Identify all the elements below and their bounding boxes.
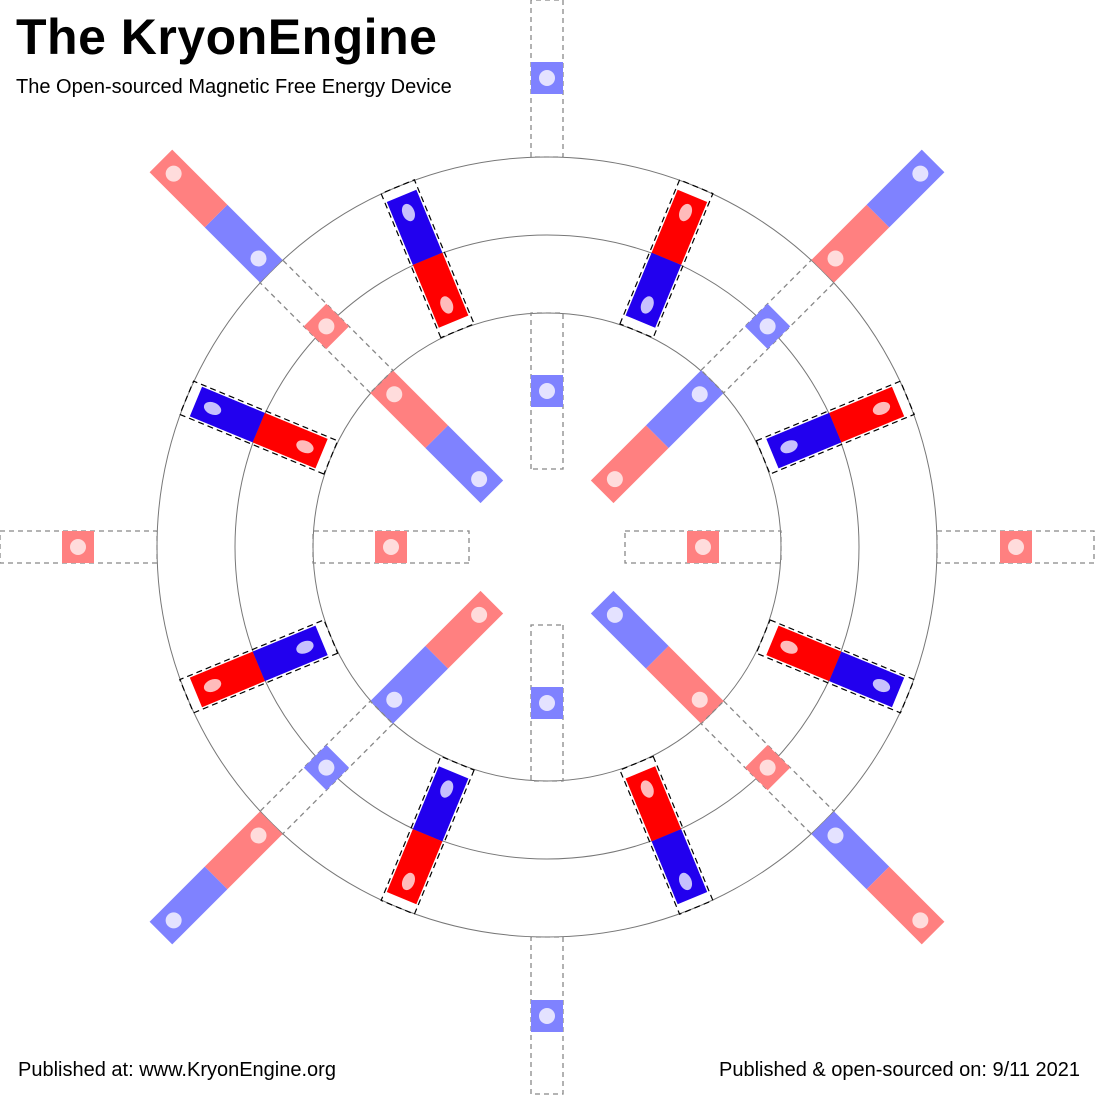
- pin-icon: [539, 383, 555, 399]
- outer-bar-near: [811, 204, 890, 283]
- inner-bar-near: [590, 425, 669, 504]
- rotor-magnet-3: [755, 619, 915, 714]
- inner-bar-near: [590, 590, 669, 669]
- rotor-pole-inner: [766, 412, 842, 469]
- rotor-pole-inner: [766, 625, 842, 682]
- rotor-pole-outer: [386, 189, 443, 265]
- rotor-magnet-7: [179, 380, 339, 475]
- outer-bar-far: [149, 866, 228, 945]
- pin-icon: [1008, 539, 1024, 555]
- inner-bar-near: [425, 425, 504, 504]
- outer-bar-far: [866, 866, 945, 945]
- diagonal-arms: [149, 149, 945, 945]
- diagonal-arm-2: [590, 590, 945, 945]
- rotor-pole-outer: [386, 829, 443, 905]
- pin-icon: [70, 539, 86, 555]
- rotor-pole-inner: [412, 252, 469, 328]
- rotor-magnet-6: [179, 619, 339, 714]
- pin-icon: [759, 759, 776, 776]
- outer-bar-far: [866, 149, 945, 228]
- page-subtitle: The Open-sourced Magnetic Free Energy De…: [16, 76, 452, 98]
- pin-icon: [318, 318, 335, 335]
- rotor-pole-inner: [412, 766, 469, 842]
- rotor-magnets: [179, 179, 915, 915]
- rotor-magnet-0: [380, 179, 475, 339]
- pin-icon: [318, 759, 335, 776]
- rotor-pole-inner: [625, 252, 682, 328]
- rotor-pole-outer: [189, 651, 265, 708]
- diagonal-arm-0: [149, 149, 504, 504]
- cardinal-slot-3: [0, 530, 470, 564]
- cardinal-slot-2: [530, 624, 564, 1095]
- ring-2: [156, 156, 938, 938]
- published-on-date: Published & open-sourced on: 9/11 2021: [718, 1059, 1080, 1081]
- rotor-pole-outer: [829, 651, 905, 708]
- rotor-pole-outer: [651, 829, 708, 905]
- rotor-magnet-5: [380, 755, 475, 915]
- pin-icon: [539, 695, 555, 711]
- rotor-pole-inner: [625, 766, 682, 842]
- outer-bar-far: [149, 149, 228, 228]
- rotor-pole-inner: [252, 625, 328, 682]
- rotor-pole-outer: [189, 386, 265, 443]
- pin-icon: [539, 1008, 555, 1024]
- outer-bar-near: [811, 811, 890, 890]
- rotor-pole-inner: [252, 412, 328, 469]
- rotor-pole-outer: [651, 189, 708, 265]
- rotor-pole-outer: [829, 386, 905, 443]
- pin-icon: [695, 539, 711, 555]
- diagonal-arm-1: [590, 149, 945, 504]
- cardinal-slot-1: [624, 530, 1095, 564]
- rotor-magnet-1: [619, 179, 714, 339]
- outer-bar-near: [204, 811, 283, 890]
- ring-1: [234, 234, 860, 860]
- inner-bar-near: [425, 590, 504, 669]
- pin-icon: [383, 539, 399, 555]
- rings: [156, 156, 938, 938]
- diagonal-arm-3: [149, 590, 504, 945]
- cardinal-slot-0: [530, 0, 564, 470]
- published-at-link[interactable]: Published at: www.KryonEngine.org: [18, 1059, 336, 1081]
- outer-bar-near: [204, 204, 283, 283]
- pin-icon: [759, 318, 776, 335]
- rotor-magnet-4: [619, 755, 714, 915]
- pin-icon: [539, 70, 555, 86]
- page-title: The KryonEngine: [16, 9, 438, 65]
- rotor-magnet-2: [755, 380, 915, 475]
